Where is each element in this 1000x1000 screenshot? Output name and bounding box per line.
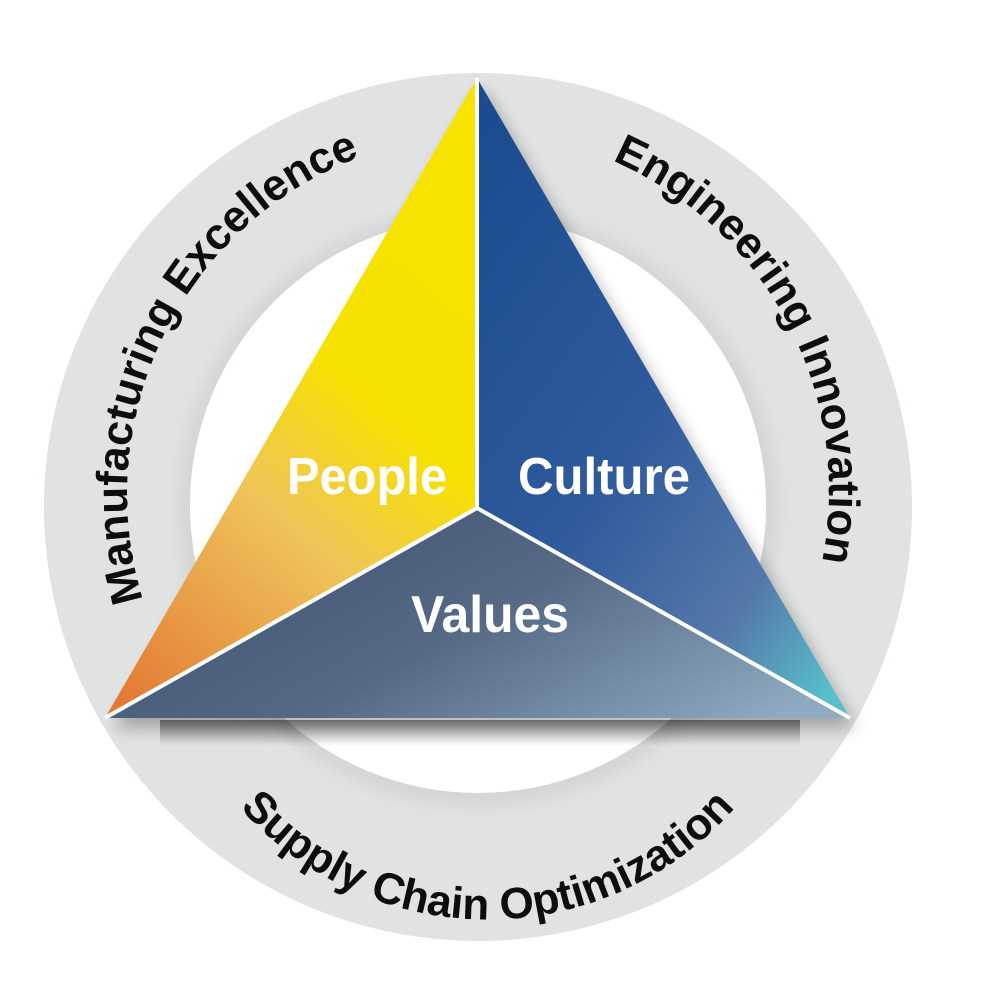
label-values: Values <box>411 586 569 644</box>
divider-left <box>104 506 478 720</box>
triangle-bottom-shadow <box>160 720 800 746</box>
segment-people[interactable] <box>105 78 477 718</box>
triangle <box>104 78 851 720</box>
segment-values[interactable] <box>105 508 850 718</box>
label-people: People <box>287 448 447 506</box>
label-culture: Culture <box>518 448 690 506</box>
divider-right <box>476 506 851 720</box>
segment-culture[interactable] <box>477 78 850 718</box>
